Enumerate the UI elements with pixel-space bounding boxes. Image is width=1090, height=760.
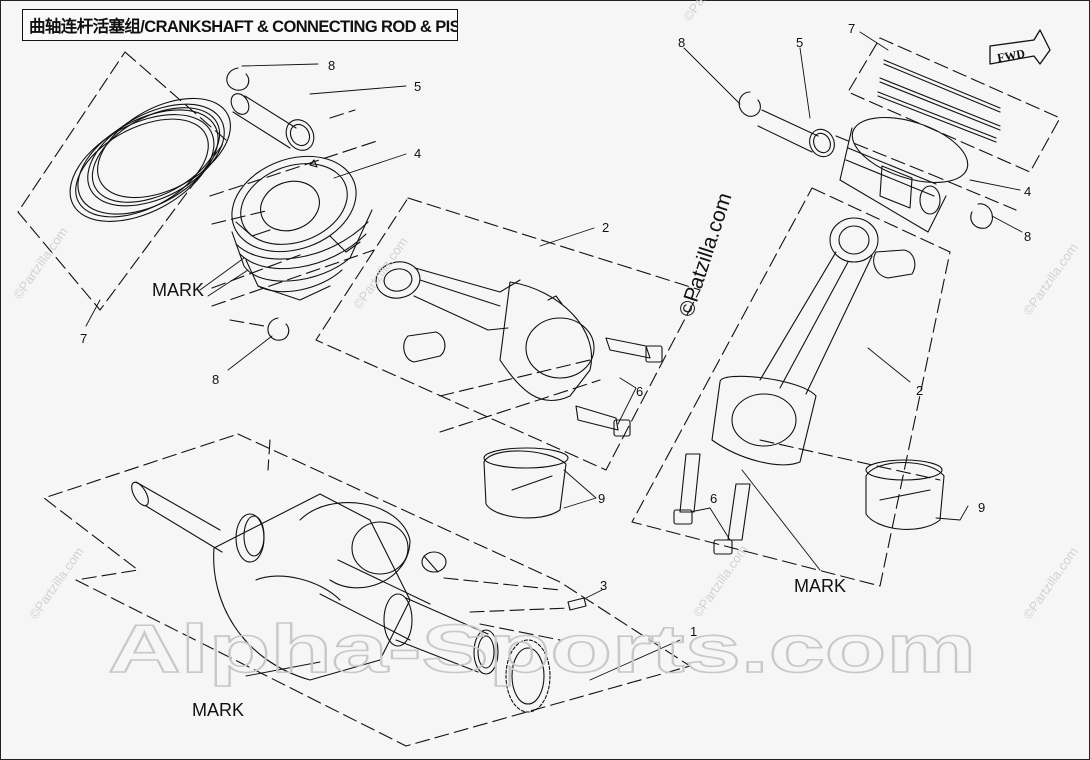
small-watermark-6: ©Partzilla.com	[1020, 544, 1080, 621]
piston-left	[231, 155, 373, 301]
callout-2b: 2	[916, 383, 923, 398]
piston-rings-right	[877, 59, 1001, 143]
middle-conrod-group	[315, 197, 701, 519]
small-watermark-7: ©Partzilla.com	[680, 0, 740, 24]
callout-6b: 6	[710, 491, 717, 506]
mark-label-conrod: MARK	[794, 576, 846, 596]
callout-8c: 8	[678, 35, 685, 50]
conrod-box-middle	[315, 197, 701, 471]
left-piston-group	[17, 51, 381, 341]
small-watermark-1: ©Partzilla.com	[10, 224, 70, 301]
callout-1: 1	[690, 624, 697, 639]
right-conrod-group	[631, 187, 951, 587]
right-piston-group	[738, 37, 1061, 233]
callout-5a: 5	[414, 79, 421, 94]
bearing-shells-right	[865, 459, 945, 530]
callout-8b: 8	[212, 372, 219, 387]
callout-7a: 7	[80, 331, 87, 346]
crankshaft-box	[43, 433, 691, 747]
conrod-box-right	[631, 187, 951, 587]
callout-3: 3	[600, 578, 607, 593]
patzilla-label: ©Patzilla.com	[675, 190, 737, 319]
main-watermark: Alpha-Sports.com	[108, 611, 976, 687]
callout-5b: 5	[796, 35, 803, 50]
small-end-bushing	[403, 331, 446, 363]
callout-7b: 7	[848, 21, 855, 36]
small-watermark-2: ©Partzilla.com	[26, 544, 86, 621]
fwd-label: FWD	[996, 46, 1026, 65]
piston-pin-left	[230, 93, 315, 151]
crankshaft-group	[43, 433, 691, 747]
callouts: 8 5 4 7 8 2 6 9 8 5 7 4 8 2 9 6 3 1	[80, 21, 1031, 639]
small-watermark-5: ©Partzilla.com	[1020, 240, 1080, 317]
callout-9a: 9	[598, 491, 605, 506]
callout-9b: 9	[978, 500, 985, 515]
callout-4a: 4	[414, 146, 421, 161]
diagram-title: 曲轴连杆活塞组/CRANKSHAFT & CONNECTING ROD & PI…	[22, 9, 458, 41]
circlip-left-top	[226, 67, 250, 91]
ring-set-box-right	[847, 37, 1061, 173]
leader-lines	[85, 31, 1023, 681]
conrod-bolts-middle	[575, 337, 663, 437]
bearing-shells-middle	[483, 447, 569, 519]
small-end-bushing-right	[873, 249, 916, 279]
piston-pin-right	[757, 109, 835, 158]
callout-4b: 4	[1024, 184, 1031, 199]
callout-8a: 8	[328, 58, 335, 73]
piston-rings-left	[69, 97, 231, 222]
mark-label-piston: MARK	[152, 280, 204, 300]
mark-label-crankshaft: MARK	[192, 700, 244, 720]
circlip-left-bottom	[267, 317, 290, 341]
callout-8d: 8	[1024, 229, 1031, 244]
circlip-right-bottom	[970, 203, 993, 229]
forward-arrow-icon	[989, 29, 1051, 65]
alignment-lines-left	[209, 109, 381, 327]
conrod-bolts-right	[673, 453, 751, 555]
piston-right	[839, 117, 969, 233]
circlip-right-top	[738, 91, 761, 117]
callout-6a: 6	[636, 384, 643, 399]
callout-2a: 2	[602, 220, 609, 235]
